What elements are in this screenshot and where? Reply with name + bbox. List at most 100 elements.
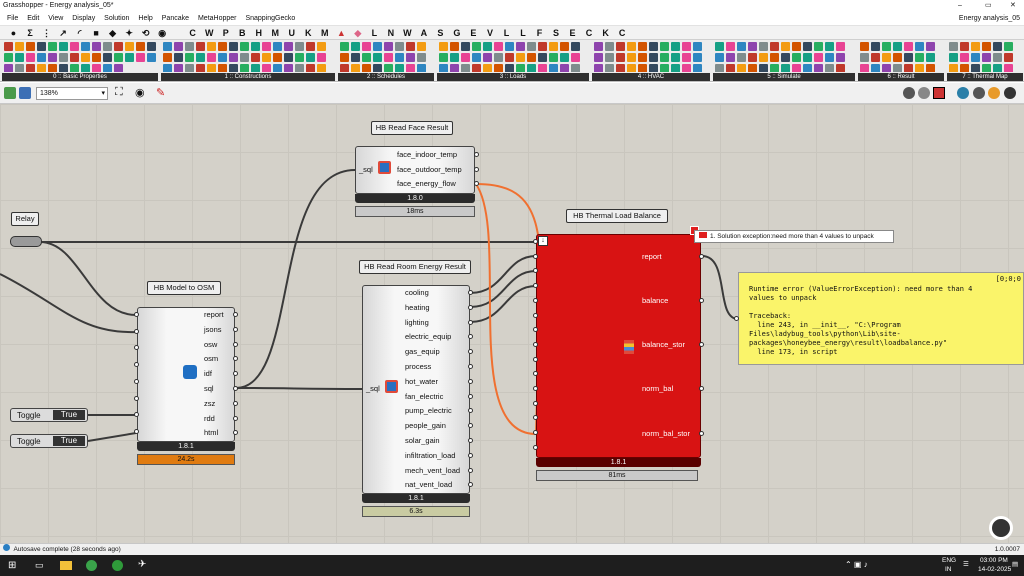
minimize-icon[interactable]: –	[958, 2, 962, 9]
port-dot[interactable]	[468, 304, 473, 310]
ribbon-component-icon[interactable]	[37, 42, 46, 51]
port-dot[interactable]	[134, 412, 139, 418]
ribbon-component-icon[interactable]	[251, 64, 260, 72]
ribbon-component-icon[interactable]	[4, 64, 13, 72]
port-dot[interactable]	[468, 334, 473, 340]
ribbon-component-icon[interactable]	[737, 53, 746, 62]
tab-m[interactable]: M	[271, 28, 280, 38]
ribbon-component-icon[interactable]	[384, 64, 393, 72]
port-dot[interactable]	[233, 312, 238, 317]
port-dot[interactable]	[468, 438, 473, 443]
ribbon-component-icon[interactable]	[15, 53, 24, 62]
output-pump-electric[interactable]: pump_electric	[405, 406, 452, 416]
ribbon-component-icon[interactable]	[682, 64, 691, 72]
ribbon-component-icon[interactable]	[882, 53, 891, 62]
tab-w2[interactable]: W	[403, 28, 412, 38]
ribbon-component-icon[interactable]	[136, 42, 145, 51]
ribbon-component-icon[interactable]	[571, 53, 580, 62]
port-dot[interactable]	[468, 364, 473, 369]
relay-node[interactable]	[10, 236, 42, 247]
ribbon-component-icon[interactable]	[450, 53, 459, 62]
ribbon-component-icon[interactable]	[196, 64, 205, 72]
ribbon-component-icon[interactable]	[306, 64, 315, 72]
sketch-icon[interactable]: ✎	[156, 87, 166, 99]
ribbon-component-icon[interactable]	[59, 64, 68, 72]
port-dot[interactable]	[533, 356, 538, 362]
ribbon-component-icon[interactable]	[273, 53, 282, 62]
ribbon-component-icon[interactable]	[882, 42, 891, 51]
ribbon-component-icon[interactable]	[792, 64, 801, 72]
port-dot[interactable]	[233, 415, 238, 421]
output-idf[interactable]: idf	[204, 369, 212, 379]
save-icon[interactable]	[19, 87, 31, 99]
tab-k2[interactable]: K	[602, 28, 609, 38]
ribbon-component-icon[interactable]	[15, 42, 24, 51]
port-dot[interactable]	[468, 482, 473, 488]
output-norm-bal-stor[interactable]: norm_bal_stor	[642, 429, 690, 438]
ribbon-component-icon[interactable]	[926, 53, 935, 62]
zoom-extents-icon[interactable]: ⛶	[115, 86, 123, 98]
port-dot[interactable]	[468, 319, 473, 325]
ribbon-component-icon[interactable]	[882, 64, 891, 72]
ribbon-component-icon[interactable]	[949, 53, 958, 62]
component-body[interactable]	[362, 285, 470, 494]
port-dot[interactable]	[134, 428, 139, 434]
output-face-energy-flow[interactable]: face_energy_flow	[397, 179, 456, 188]
ribbon-component-icon[interactable]	[284, 64, 293, 72]
ribbon-component-icon[interactable]	[982, 53, 991, 62]
ribbon-component-icon[interactable]	[527, 64, 536, 72]
output-hot-water[interactable]: hot_water	[405, 376, 438, 386]
ribbon-component-icon[interactable]	[836, 64, 845, 72]
tab-h[interactable]: H	[255, 28, 262, 38]
ribbon-component-icon[interactable]	[384, 53, 393, 62]
ribbon-component-icon[interactable]	[527, 42, 536, 51]
output-face-indoor-temp[interactable]: face_indoor_temp	[397, 150, 458, 159]
toggle-write[interactable]: Toggle True	[10, 408, 88, 422]
menu-edit[interactable]: Edit	[27, 15, 40, 22]
output-people-gain[interactable]: people_gain	[405, 421, 446, 431]
ribbon-component-icon[interactable]	[15, 64, 24, 72]
ribbon-component-icon[interactable]	[759, 42, 768, 51]
ribbon-component-icon[interactable]	[660, 53, 669, 62]
toggle-run[interactable]: Toggle True	[10, 434, 88, 448]
ribbon-component-icon[interactable]	[406, 42, 415, 51]
ribbon-component-icon[interactable]	[993, 42, 1002, 51]
tab-a[interactable]: A	[420, 28, 428, 38]
ribbon-component-icon[interactable]	[915, 42, 924, 51]
curve-icon[interactable]: ◜	[77, 28, 82, 38]
ribbon-component-icon[interactable]	[904, 53, 913, 62]
port-dot[interactable]	[699, 386, 704, 391]
ribbon-component-icon[interactable]	[494, 53, 503, 62]
ribbon-component-icon[interactable]	[483, 42, 492, 51]
tab-p[interactable]: P	[222, 28, 229, 38]
ribbon-component-icon[interactable]	[207, 64, 216, 72]
ribbon-component-icon[interactable]	[295, 64, 304, 72]
ribbon-component-icon[interactable]	[70, 64, 79, 72]
ribbon-component-icon[interactable]	[417, 64, 426, 72]
ribbon-component-icon[interactable]	[926, 42, 935, 51]
ribbon-component-icon[interactable]	[594, 42, 603, 51]
ribbon-component-icon[interactable]	[48, 64, 57, 72]
output-html[interactable]: html	[204, 428, 219, 438]
menu-file[interactable]: File	[7, 15, 19, 22]
ribbon-component-icon[interactable]	[351, 53, 360, 62]
ribbon-component-icon[interactable]	[915, 64, 924, 72]
port-dot[interactable]	[134, 395, 139, 401]
output-jsons[interactable]: jsons	[204, 324, 222, 334]
ribbon-component-icon[interactable]	[240, 53, 249, 62]
ribbon-component-icon[interactable]	[229, 64, 238, 72]
output-dot[interactable]	[474, 181, 479, 186]
tab-u[interactable]: U	[288, 28, 296, 38]
result-icons[interactable]	[860, 42, 942, 72]
ribbon-component-icon[interactable]	[461, 64, 470, 72]
params-icon[interactable]: ●	[10, 28, 17, 38]
ribbon-component-icon[interactable]	[306, 53, 315, 62]
ribbon-component-icon[interactable]	[207, 42, 216, 51]
bake-icon[interactable]	[988, 87, 1000, 99]
surface-icon[interactable]: ■	[93, 28, 99, 38]
ribbon-component-icon[interactable]	[185, 64, 194, 72]
ribbon-component-icon[interactable]	[671, 53, 680, 62]
ribbon-component-icon[interactable]	[472, 64, 481, 72]
port-dot[interactable]	[699, 254, 704, 259]
output-nat-vent-load[interactable]: nat_vent_load	[405, 480, 453, 490]
